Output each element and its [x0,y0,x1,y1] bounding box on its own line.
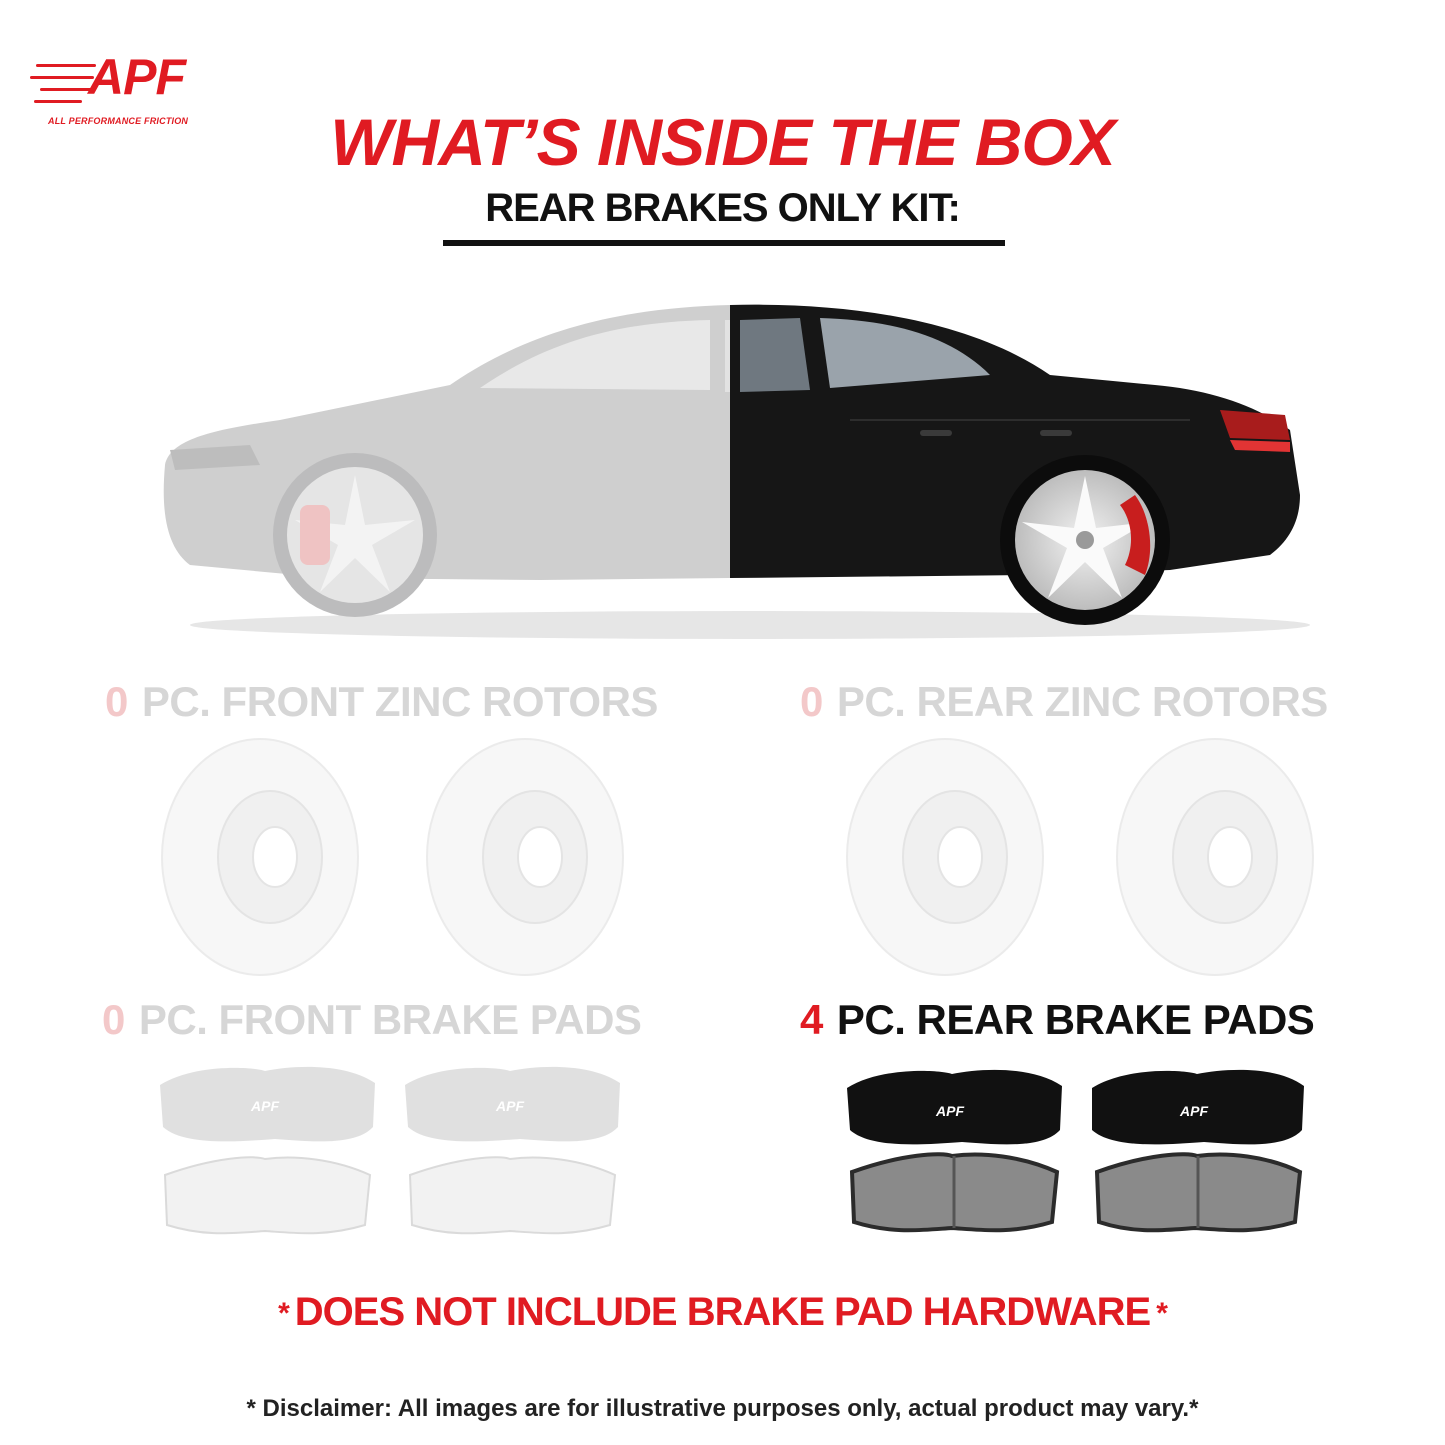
rotor [161,738,359,976]
car-shadow [190,611,1310,639]
kit-subtitle: REAR BRAKES ONLY KIT: [485,186,961,230]
front-rotors-image [161,738,624,976]
logo-streak [36,64,96,67]
rear-pads-image: APF APF [847,1069,1304,1233]
logo-streak [30,76,94,79]
rear-pads-qty: 4 [800,996,823,1043]
pad-logo: APF [495,1098,524,1114]
page-title: WHAT’S INSIDE THE BOX [330,105,1115,179]
car-rear-highlighted [730,304,1300,625]
pad-logo: APF [250,1098,279,1114]
front-pads-label: 0 PC. FRONT BRAKE PADS [102,996,642,1044]
logo-wordmark: APF [88,49,186,105]
rear-rotors-qty: 0 [800,678,823,725]
rear-rotors-image [846,738,1314,976]
warning-star: * [1156,1297,1168,1331]
subtitle-underline [443,240,1005,246]
warning-text: DOES NOT INCLUDE BRAKE PAD HARDWARE [294,1290,1151,1334]
disclaimer-text: * Disclaimer: All images are for illustr… [246,1395,1199,1422]
warning-star: * [278,1297,290,1331]
front-rotors-qty: 0 [105,678,128,725]
front-rotors-label: 0 PC. FRONT ZINC ROTORS [105,678,658,726]
rotor [1116,738,1314,976]
rear-rotors-text: PC. REAR ZINC ROTORS [836,678,1328,725]
front-pads-qty: 0 [102,996,125,1043]
pad-logo: APF [935,1103,964,1119]
rear-pads-text: PC. REAR BRAKE PADS [836,996,1315,1043]
rear-rotors-label: 0 PC. REAR ZINC ROTORS [800,678,1328,726]
rotor [846,738,1044,976]
logo-streak [40,88,92,91]
front-pads-image: APF APF [160,1066,620,1235]
rear-pads-label: 4 PC. REAR BRAKE PADS [800,996,1315,1044]
logo-streak [34,100,82,103]
apf-logo: APF ALL PERFORMANCE FRICTION [30,46,230,132]
pad-logo: APF [1179,1103,1208,1119]
rotor [426,738,624,976]
car-illustration [163,304,1310,639]
front-rotors-text: PC. FRONT ZINC ROTORS [141,678,659,725]
hardware-warning: *DOES NOT INCLUDE BRAKE PAD HARDWARE* [0,1290,1445,1335]
car-front-faded [163,305,730,617]
logo-tagline: ALL PERFORMANCE FRICTION [48,116,189,126]
front-pads-text: PC. FRONT BRAKE PADS [138,996,642,1043]
